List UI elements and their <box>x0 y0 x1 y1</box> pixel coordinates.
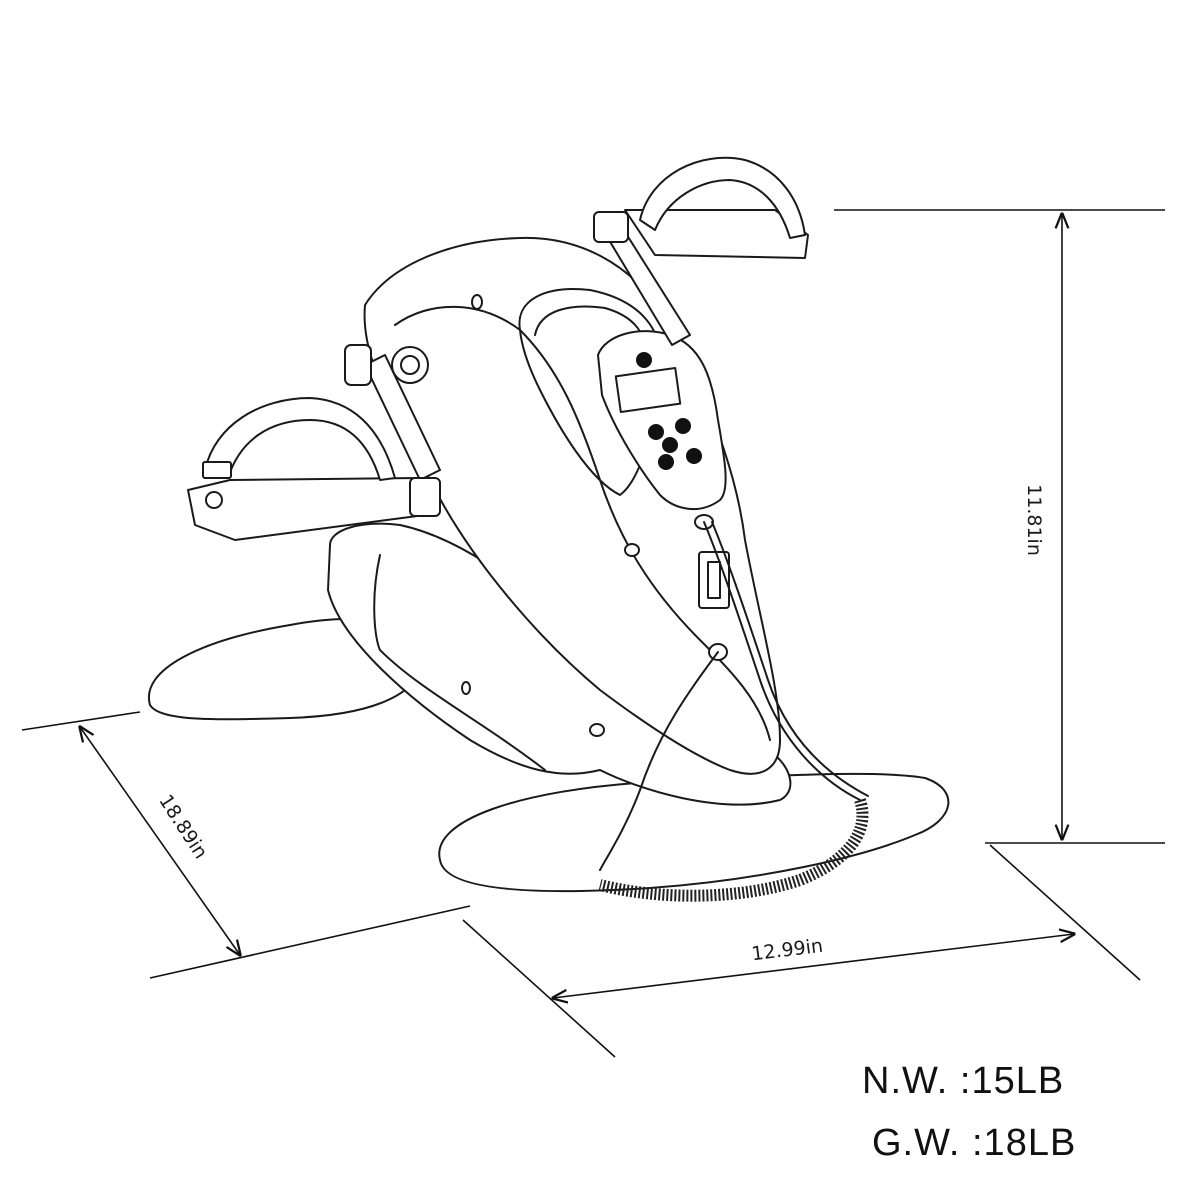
crank-hub <box>344 344 372 386</box>
width-extension-left <box>462 919 616 1058</box>
crank-axle-inner <box>400 355 420 375</box>
front-pedal-strap <box>639 156 806 239</box>
coiled-cord <box>598 798 869 902</box>
display-button <box>675 418 691 434</box>
rear-pedal-strap <box>204 397 396 481</box>
pedal-bolt <box>205 491 223 509</box>
display-button <box>636 352 652 368</box>
width-label: 12.99in <box>750 935 824 966</box>
control-cable <box>711 521 869 797</box>
depth-extension-top <box>21 711 141 731</box>
depth-extension-bottom <box>149 905 471 979</box>
rear-pedal-clip <box>202 461 232 479</box>
dimension-lines <box>21 209 1165 1058</box>
crank-arm-rear <box>364 354 441 481</box>
pedal-exerciser-illustration <box>147 156 950 902</box>
gross-weight-label: G.W. :18LB <box>872 1122 1077 1164</box>
lcd-screen <box>614 366 682 414</box>
net-weight-label: N.W. :15LB <box>862 1060 1065 1102</box>
screw-hole <box>589 723 605 737</box>
height-label: 11.81in <box>1023 484 1045 556</box>
screw-hole <box>471 294 483 310</box>
front-pedal <box>624 209 809 259</box>
display-button <box>658 454 674 470</box>
display-button <box>686 448 702 464</box>
depth-label: 18.89in <box>154 791 212 863</box>
depth-dimension-line <box>80 727 240 955</box>
power-switch-rocker <box>707 561 721 599</box>
screw-hole <box>624 543 640 557</box>
lower-panel-line <box>373 554 546 771</box>
screw-hole <box>461 681 471 695</box>
control-cable <box>703 521 861 801</box>
display-button <box>648 424 664 440</box>
control-cable <box>599 651 719 871</box>
pedal-spindle <box>593 211 629 243</box>
rear-pedal-spindle <box>409 477 441 517</box>
display-button <box>662 437 678 453</box>
width-dimension-line <box>553 934 1074 998</box>
width-extension-right <box>989 844 1141 981</box>
